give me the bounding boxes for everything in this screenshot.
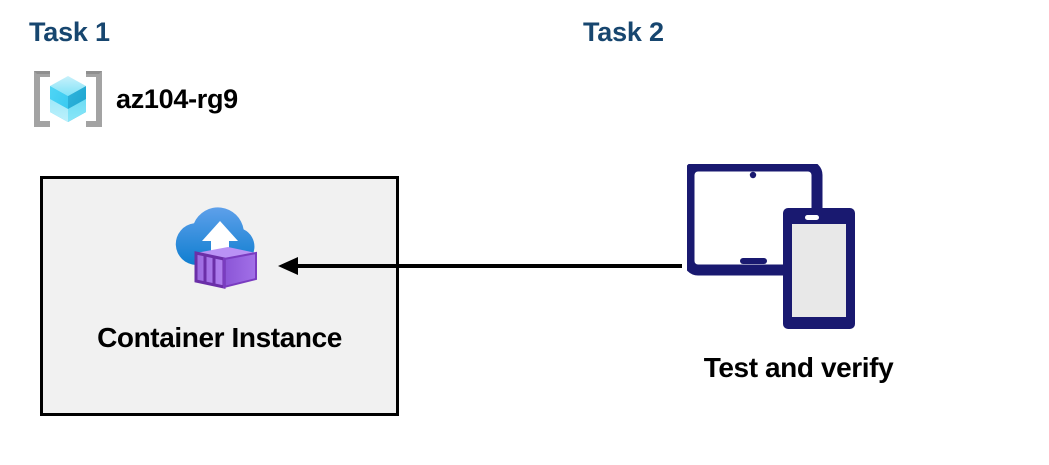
azure-resource-group-icon — [32, 63, 104, 135]
task-2-panel — [0, 458, 485, 465]
task-1-title: Task 1 — [29, 17, 110, 47]
container-instance-box: Container Instance — [40, 176, 399, 416]
task-2-title: Task 2 — [583, 17, 664, 47]
resource-group-label: az104-rg9 — [116, 83, 238, 114]
resource-group-row: az104-rg9 — [32, 63, 238, 135]
container-instance-label: Container Instance — [97, 322, 342, 353]
test-and-verify-label: Test and verify — [703, 352, 894, 383]
